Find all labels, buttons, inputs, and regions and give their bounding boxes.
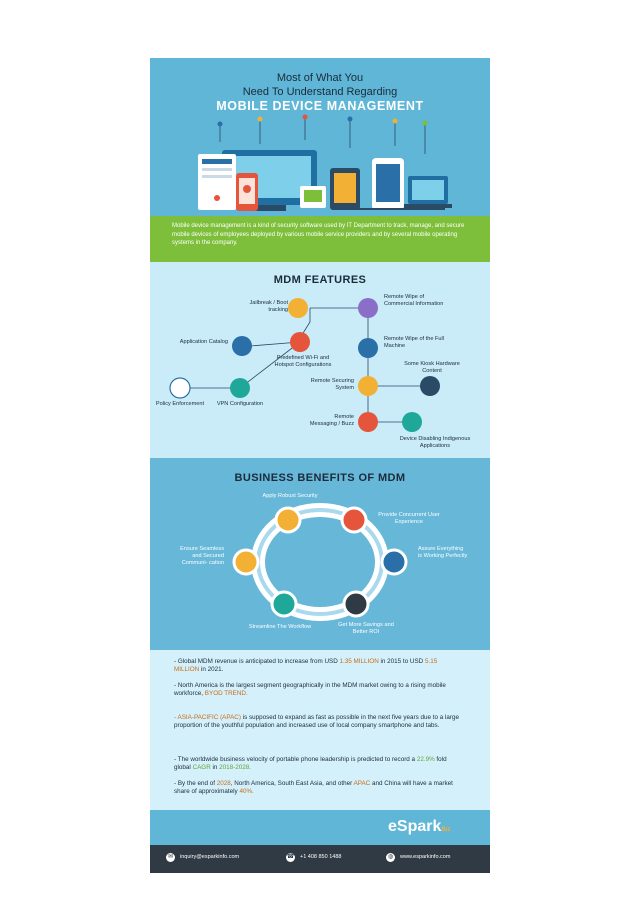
footer-phone[interactable]: +1 408 850 1488: [300, 854, 342, 860]
feature-jailbreak-label: Jailbreak / Boot tracking: [249, 300, 288, 313]
remote-messaging-icon: [358, 412, 378, 432]
features-section: MDM FEATURES: [150, 262, 490, 458]
footer-section: ✉ inquiry@esparkinfo.com ☎ +1 408 850 14…: [150, 845, 490, 873]
benefits-heading: BUSINESS BENEFITS OF MDM: [234, 472, 406, 484]
policy-icon: [169, 377, 191, 399]
feature-kiosk-label: Some Kiosk Hardware Content: [404, 361, 460, 374]
benefit-assure-label: Assure Everything is Working Perfectly: [418, 546, 468, 559]
feature-remote-wipe-full-label: Remote Wipe of the Full Machine: [384, 336, 445, 349]
phone-icon: ☎: [286, 853, 295, 862]
features-diagram: [169, 298, 440, 432]
device-disabling-icon: [402, 412, 422, 432]
stat-bullet-2: - North America is the largest segment g…: [174, 682, 446, 697]
feature-policy-label: Policy Enforcement: [155, 401, 205, 407]
devices-illustration: [198, 114, 452, 211]
stat-bullet-4: - The worldwide business velocity of por…: [174, 756, 447, 771]
robust-security-icon: [274, 506, 302, 534]
infographic: Most of What You Need To Understand Rega…: [150, 58, 490, 873]
feature-vpn-label: VPN Configuration: [216, 401, 264, 407]
stats-section: - Global MDM revenue is anticipated to i…: [150, 650, 490, 845]
footer-website-link[interactable]: www.esparkinfo.com: [400, 854, 451, 860]
stat-bullet-1: - Global MDM revenue is anticipated to i…: [174, 658, 438, 673]
brand-logo: eSparkBiz: [388, 818, 451, 835]
brand-band: eSparkBiz: [150, 810, 490, 845]
streamline-workflow-icon: [270, 590, 298, 618]
stat-bullet-5: - By the end of 2028, North America, Sou…: [174, 780, 453, 795]
savings-roi-icon: [342, 590, 370, 618]
kiosk-icon: [420, 376, 440, 396]
working-perfectly-icon: [380, 548, 408, 576]
wifi-icon: [290, 332, 310, 352]
footer-email-link[interactable]: inquiry@esparkinfo.com: [180, 854, 240, 860]
header-section: Most of What You Need To Understand Rega…: [150, 58, 490, 216]
app-catalog-icon: [232, 336, 252, 356]
feature-remote-messaging-label: Remote Messaging / Buzz: [309, 414, 354, 427]
remote-wipe-full-icon: [358, 338, 378, 358]
benefit-concurrent-label: Provide Concurrent User Experience: [378, 512, 440, 525]
feature-remote-wipe-commercial-label: Remote Wipe of Commercial Information: [384, 294, 444, 307]
features-heading: MDM FEATURES: [273, 274, 367, 286]
globe-icon: ◍: [386, 853, 395, 862]
jailbreak-icon: [288, 298, 308, 318]
vpn-icon: [230, 378, 250, 398]
email-icon: ✉: [166, 853, 175, 862]
intro-text: Mobile device management is a kind of se…: [172, 223, 465, 246]
remote-securing-icon: [358, 376, 378, 396]
benefit-streamline-label: Streamline The Workflow: [248, 624, 312, 630]
benefits-section: BUSINESS BENEFITS OF MDM Apply Robust Se…: [150, 458, 490, 650]
benefit-savings-label: Get More Savings and Better ROI: [338, 622, 394, 635]
feature-app-catalog-label: Application Catalog: [179, 339, 228, 345]
title-line-3: MOBILE DEVICE MANAGEMENT: [216, 99, 424, 113]
seamless-communication-icon: [232, 548, 260, 576]
title-line-2: Need To Understand Regarding: [242, 86, 398, 98]
intro-section: Mobile device management is a kind of se…: [150, 216, 490, 262]
benefit-ensure-label: Ensure Seamless and Secured Communi- cat…: [180, 546, 224, 566]
benefit-robust-label: Apply Robust Security: [262, 493, 318, 499]
stat-bullet-3: - ASIA-PACIFIC (APAC) is supposed to exp…: [174, 714, 460, 729]
feature-device-disabling-label: Device Disabling Indigenous Applications: [399, 436, 471, 449]
concurrent-experience-icon: [340, 506, 368, 534]
remote-wipe-commercial-icon: [358, 298, 378, 318]
feature-wifi-label: Predefined Wi-Fi and Hotspot Configurati…: [274, 355, 332, 368]
feature-remote-securing-label: Remote Securing System: [310, 378, 354, 391]
benefits-ring: [232, 503, 408, 621]
title-line-1: Most of What You: [276, 72, 364, 84]
